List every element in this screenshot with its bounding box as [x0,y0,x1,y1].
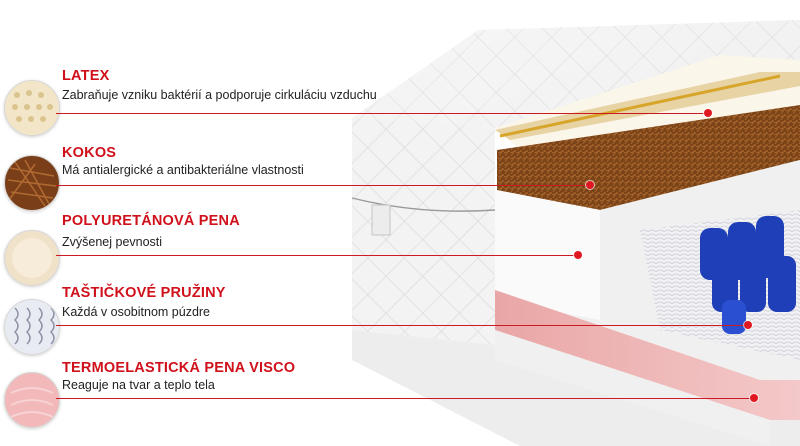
leader-line [56,255,576,256]
layer-description: Každá v osobitnom púzdre [62,305,211,319]
layer-coconut: KOKOS Má antialergické a antibakteriálne… [0,145,800,225]
layer-polyurethane: POLYURETÁNOVÁ PENA Zvýšenej pevnosti [0,213,800,293]
layer-pocket-springs: TAŠTIČKOVÉ PRUŽINY Každá v osobitnom púz… [0,285,800,365]
layer-marker [586,181,594,189]
leader-line [56,325,746,326]
latex-swatch-icon [4,80,60,136]
layer-title: TAŠTIČKOVÉ PRUŽINY [62,285,226,301]
foam-swatch-icon [4,230,60,286]
layer-title: TERMOELASTICKÁ PENA VISCO [62,360,296,376]
visco-swatch-icon [4,372,60,428]
layer-marker [704,109,712,117]
layer-description: Reaguje na tvar a teplo tela [62,378,215,392]
leader-line [56,113,706,114]
layer-title: LATEX [62,68,110,84]
layer-visco: TERMOELASTICKÁ PENA VISCO Reaguje na tva… [0,358,800,438]
layer-latex: LATEX Zabraňuje vzniku baktérií a podpor… [0,66,800,146]
layer-marker [574,251,582,259]
layer-marker [750,394,758,402]
leader-line [56,398,754,399]
layer-description: Má antialergické a antibakteriálne vlast… [62,163,304,177]
layer-marker [744,321,752,329]
layer-description: Zvýšenej pevnosti [62,235,163,249]
layer-title: KOKOS [62,145,117,161]
spring-swatch-icon [4,299,60,355]
layer-title: POLYURETÁNOVÁ PENA [62,213,240,229]
leader-line [56,185,590,186]
coconut-swatch-icon [4,155,60,211]
layer-description: Zabraňuje vzniku baktérií a podporuje ci… [62,88,377,102]
